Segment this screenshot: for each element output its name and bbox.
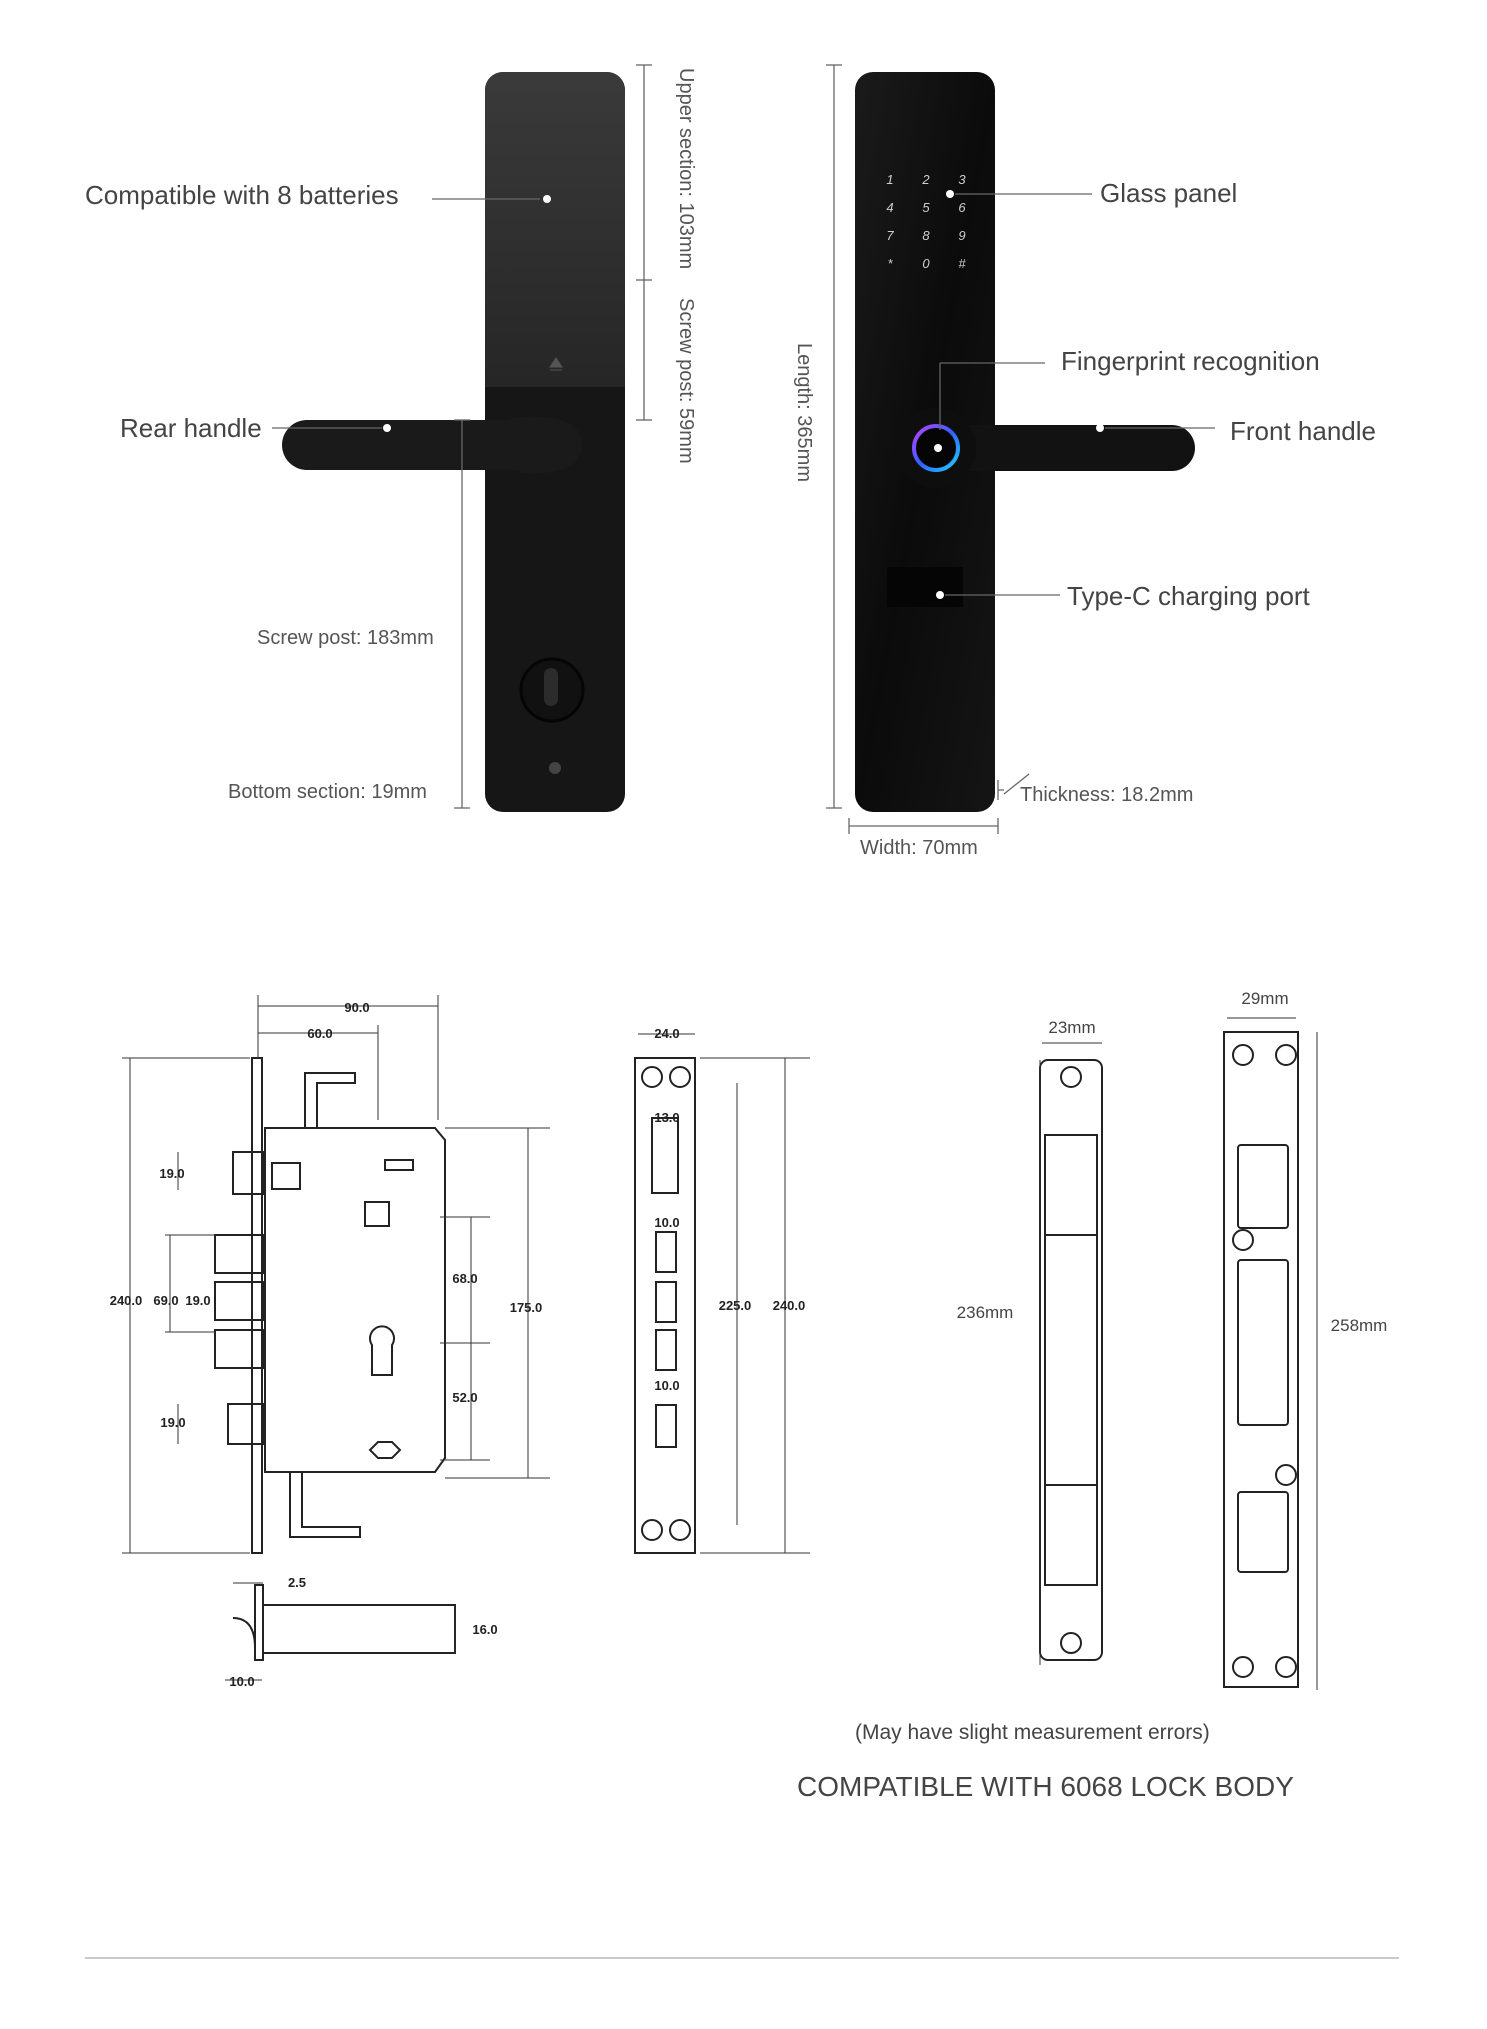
glass-panel-label: Glass panel (1100, 178, 1238, 208)
keypad-key[interactable]: * (887, 256, 893, 271)
dim-175: 175.0 (510, 1300, 543, 1315)
dim-23mm: 23mm (1048, 1018, 1095, 1037)
upper-section-label: Upper section: 103mm (675, 68, 697, 270)
keypad-key[interactable]: 5 (922, 200, 930, 215)
keypad-key[interactable]: 3 (958, 172, 966, 187)
footer-divider (85, 1957, 1399, 1959)
dim-16: 16.0 (472, 1622, 497, 1637)
dim-13: 13.0 (654, 1110, 679, 1125)
dim-90: 90.0 (344, 1000, 369, 1015)
keypad-key[interactable]: 0 (922, 256, 930, 271)
keypad-key[interactable]: 1 (886, 172, 893, 187)
front-handle-label: Front handle (1230, 416, 1376, 446)
rear-handle-label: Rear handle (120, 413, 262, 443)
dim-10: 10.0 (229, 1674, 254, 1689)
keypad-key[interactable]: 9 (958, 228, 965, 243)
front-lock-panel: 1 2 3 4 5 6 7 8 9 * 0 # (855, 72, 1195, 812)
screw-post-183-label: Screw post: 183mm (257, 627, 434, 649)
product-views-graphic: 1 2 3 4 5 6 7 8 9 * 0 # (272, 64, 1215, 834)
screw-post-59-label: Screw post: 59mm (675, 298, 697, 464)
dim-24: 24.0 (654, 1026, 679, 1041)
technical-drawings: 90.0 60.0 19.0 240.0 69.0 19.0 19.0 175.… (110, 989, 1388, 1690)
dim-236mm: 236mm (957, 1303, 1014, 1322)
dim-60: 60.0 (307, 1026, 332, 1041)
rear-lock-panel (282, 72, 625, 812)
keypad-key[interactable]: 6 (958, 200, 966, 215)
bottom-section-label: Bottom section: 19mm (228, 781, 427, 803)
dim-240-right: 240.0 (773, 1298, 806, 1313)
dim-68: 68.0 (452, 1271, 477, 1286)
batteries-label: Compatible with 8 batteries (85, 180, 399, 210)
fingerprint-label: Fingerprint recognition (1061, 346, 1320, 376)
thickness-label: Thickness: 18.2mm (1020, 784, 1194, 806)
dim-2-5: 2.5 (288, 1575, 306, 1590)
keypad-key[interactable]: 2 (921, 172, 930, 187)
keypad-key[interactable]: # (958, 256, 966, 271)
width-label: Width: 70mm (860, 837, 978, 859)
dim-258mm: 258mm (1331, 1316, 1388, 1335)
dim-10b: 10.0 (654, 1378, 679, 1393)
dim-52: 52.0 (452, 1390, 477, 1405)
dim-69: 69.0 (153, 1293, 178, 1308)
keypad: 1 2 3 4 5 6 7 8 9 * 0 # (886, 172, 966, 271)
keypad-key[interactable]: 8 (922, 228, 930, 243)
length-label: Length: 365mm (793, 343, 815, 482)
measurement-note: (May have slight measurement errors) (855, 1721, 1210, 1744)
keypad-key[interactable]: 7 (886, 228, 894, 243)
keypad-key[interactable]: 4 (886, 200, 893, 215)
compatible-note: COMPATIBLE WITH 6068 LOCK BODY (797, 1771, 1294, 1802)
dim-29mm: 29mm (1241, 989, 1288, 1008)
type-c-label: Type-C charging port (1067, 581, 1310, 611)
dim-225: 225.0 (719, 1298, 752, 1313)
dim-10a: 10.0 (654, 1215, 679, 1230)
dim-latch-19: 19.0 (159, 1166, 184, 1181)
dim-19-mid: 19.0 (185, 1293, 210, 1308)
dim-240-left: 240.0 (110, 1293, 143, 1308)
dim-19-bottom: 19.0 (160, 1415, 185, 1430)
